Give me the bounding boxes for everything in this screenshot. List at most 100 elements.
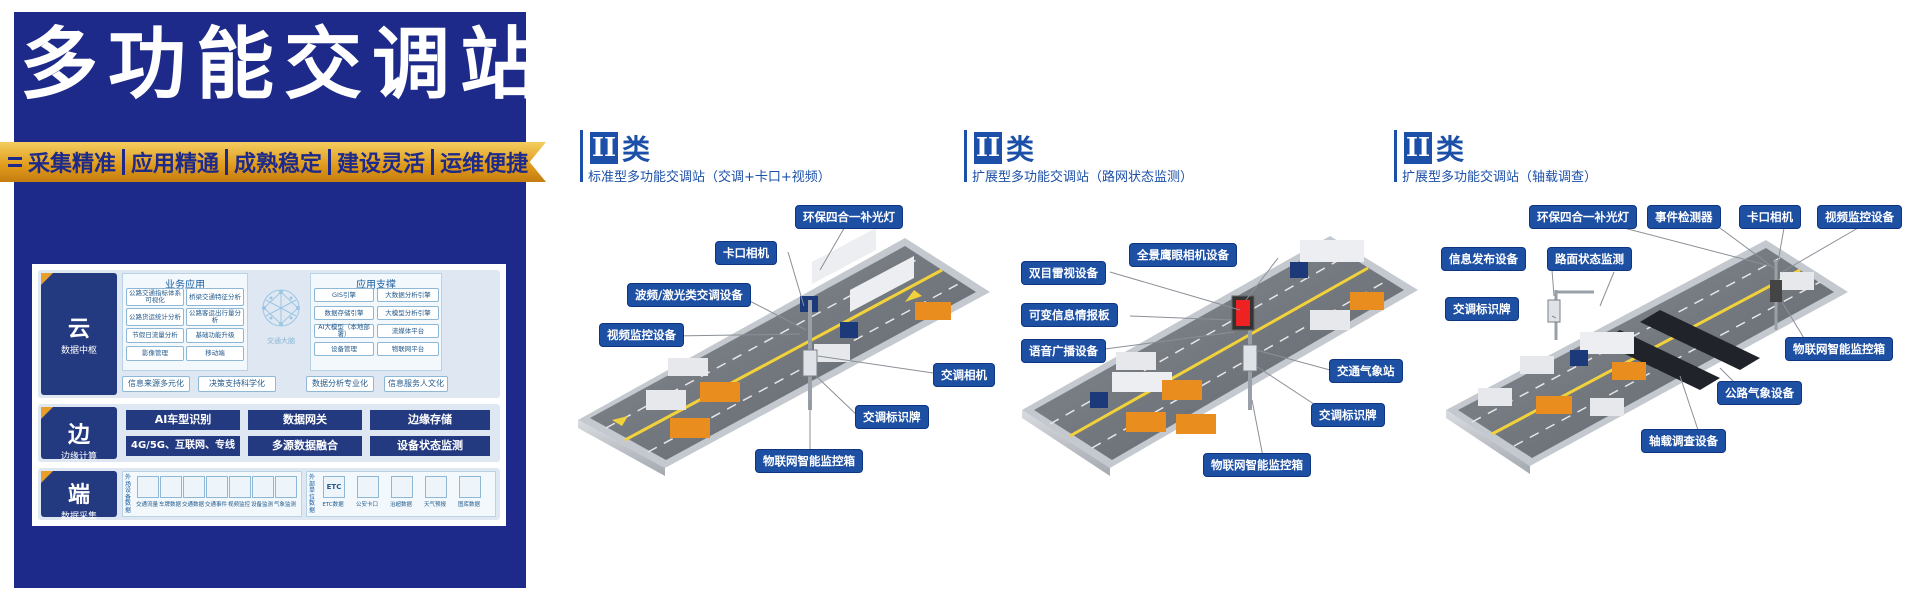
device-icon [252, 476, 274, 498]
support-chip: 数据存储引擎 [314, 306, 374, 320]
category-3-bar [1394, 130, 1397, 182]
equipment-tag: 交调相机 [934, 364, 994, 386]
cloud-footer-chip: 数据分析专业化 [306, 376, 374, 392]
support-chip: AI大模型（本地部署） [314, 324, 374, 338]
banner-separator [328, 149, 332, 175]
weather-icon [275, 476, 297, 498]
end-item-label: ETC数据 [322, 502, 344, 508]
end-label: 端 数据采集 [41, 471, 117, 522]
equipment-tag: 物联网智能监控箱 [1204, 454, 1310, 476]
edge-item: 4G/5G、互联网、专线 [126, 436, 240, 456]
category-2-bar [964, 130, 967, 182]
scene-2-road [1022, 236, 1418, 476]
support-title: 应用支撑 [356, 280, 396, 291]
business-chip: 移动端 [186, 346, 244, 361]
edge-item: 数据网关 [248, 410, 362, 430]
equipment-tag: 可变信息情报板 [1022, 304, 1117, 326]
edge-sublabel: 边缘计算 [60, 452, 97, 462]
business-chip: 节假日流量分析 [126, 328, 184, 343]
banner-item: 采集精准 [28, 152, 117, 177]
category-1-word: 类 [622, 133, 651, 166]
scene-3-road [1446, 240, 1848, 474]
banner-item: 应用精通 [131, 152, 220, 177]
cloud-label-text: 云 [67, 317, 90, 342]
architecture-diagram: 云 数据中枢 业务应用 公路交通指标体系可视化 桥梁交通特征分析 公路货运统计分… [32, 264, 506, 526]
end-item-label: 交通流量 [135, 502, 158, 508]
end-item-label: 天气预报 [423, 502, 446, 508]
equipment-tag: 轴载调查设备 [1642, 430, 1725, 452]
equipment-tag: 环保四合一补光灯 [796, 206, 902, 228]
support-chip: GIS引擎 [314, 288, 374, 302]
end-item-label: 交通事件 [204, 502, 227, 508]
banner-item: 运维便捷 [440, 152, 529, 177]
plate-icon [160, 476, 182, 498]
equipment-tag: 双目雷视设备 [1022, 262, 1105, 284]
category-3-numeral: II [1404, 132, 1432, 164]
edge-item: 设备状态监测 [370, 436, 490, 456]
equipment-tag: 卡口相机 [716, 242, 776, 264]
end-item-label: 车牌数据 [158, 502, 181, 508]
category-1-numeral: II [590, 132, 618, 164]
support-chip: 大模型分析引擎 [377, 306, 439, 320]
category-1-subtitle: 标准型多功能交调站（交调+卡口+视频） [588, 170, 831, 185]
equipment-tag: 物联网智能监控箱 [1786, 338, 1892, 360]
banner-separator [225, 149, 229, 175]
equipment-tag: 路面状态监测 [1548, 248, 1631, 270]
end-layer: 端 数据采集 外场设备数据 交通流量 车牌数据 交通数据 交通事件 视频监控 设… [38, 468, 500, 522]
category-2-numeral: II [974, 132, 1002, 164]
scene-1-road [578, 227, 990, 476]
end-label-text: 端 [67, 483, 90, 508]
external-data-panel: 外部单位数据 ETC ETC数据 公安卡口 治超数据 天气预报 图库数据 [306, 471, 496, 517]
edge-item: 边缘存储 [370, 410, 490, 430]
end-item-label: 设备监测 [250, 502, 273, 508]
warning-icon [206, 476, 228, 498]
field-data-panel: 外场设备数据 交通流量 车牌数据 交通数据 交通事件 视频监控 设备监测 气象监… [122, 471, 302, 517]
edge-layer: 边 边缘计算 AI车型识别 数据网关 边缘存储 4G/5G、互联网、专线 多源数… [38, 404, 500, 462]
equipment-tag: 交通气象站 [1330, 360, 1402, 382]
field-data-title: 外场设备数据 [125, 474, 132, 514]
corner-mark [41, 407, 53, 419]
equipment-tag: 语音广播设备 [1022, 340, 1105, 362]
equipment-tag: 视频监控设备 [600, 324, 683, 346]
category-2-word: 类 [1006, 133, 1035, 166]
end-item-label: 公安卡口 [355, 502, 378, 508]
banner-separator [122, 149, 126, 175]
cloud-sublabel: 数据中枢 [60, 346, 97, 356]
traffic-data-icon [183, 476, 205, 498]
edge-label: 边 边缘计算 [41, 407, 117, 462]
end-item-label: 气象监测 [273, 502, 296, 508]
equipment-tag: 环保四合一补光灯 [1530, 206, 1636, 228]
traffic-brain-icon: 交通大脑 [254, 286, 308, 350]
banner-separator [431, 149, 435, 175]
business-chip: 影像管理 [126, 346, 184, 361]
cloud-footer-chip: 信息服务人文化 [384, 376, 448, 392]
equipment-tag: 卡口相机 [1740, 206, 1800, 228]
category-3-word: 类 [1436, 133, 1465, 166]
etc-icon: ETC [323, 476, 345, 498]
business-chip: 公路客运出行量分析 [186, 308, 244, 326]
feature-banner: 采集精准 应用精通 成熟稳定 建设灵活 运维便捷 [0, 142, 546, 182]
equipment-tag: 全景鹰眼相机设备 [1130, 244, 1236, 266]
overload-icon [391, 476, 413, 498]
end-item-label: 图库数据 [457, 502, 480, 508]
end-item-label: 治超数据 [389, 502, 412, 508]
banner-item: 建设灵活 [337, 152, 426, 177]
support-chip: 大数据分析引擎 [377, 288, 439, 302]
page-title: 多功能交调站 [20, 20, 549, 110]
end-item-label: 视频监控 [227, 502, 250, 508]
category-1-bar [580, 130, 583, 182]
edge-label-text: 边 [67, 423, 90, 448]
equipment-tag: 公路气象设备 [1718, 382, 1801, 404]
external-data-title: 外部单位数据 [309, 474, 316, 514]
cloud-label: 云 数据中枢 [41, 273, 117, 395]
police-camera-icon [357, 476, 379, 498]
forecast-icon [425, 476, 447, 498]
support-chip: 流媒体平台 [377, 324, 439, 338]
support-chip: 物联网平台 [377, 342, 439, 356]
category-3-subtitle: 扩展型多功能交调站（轴载调查） [1402, 170, 1598, 185]
banner-dash-icon [8, 157, 22, 167]
brain-label: 交通大脑 [267, 337, 295, 345]
equipment-tag: 信息发布设备 [1442, 248, 1525, 270]
camera-icon [229, 476, 251, 498]
business-chip: 公路货运统计分析 [126, 308, 184, 326]
